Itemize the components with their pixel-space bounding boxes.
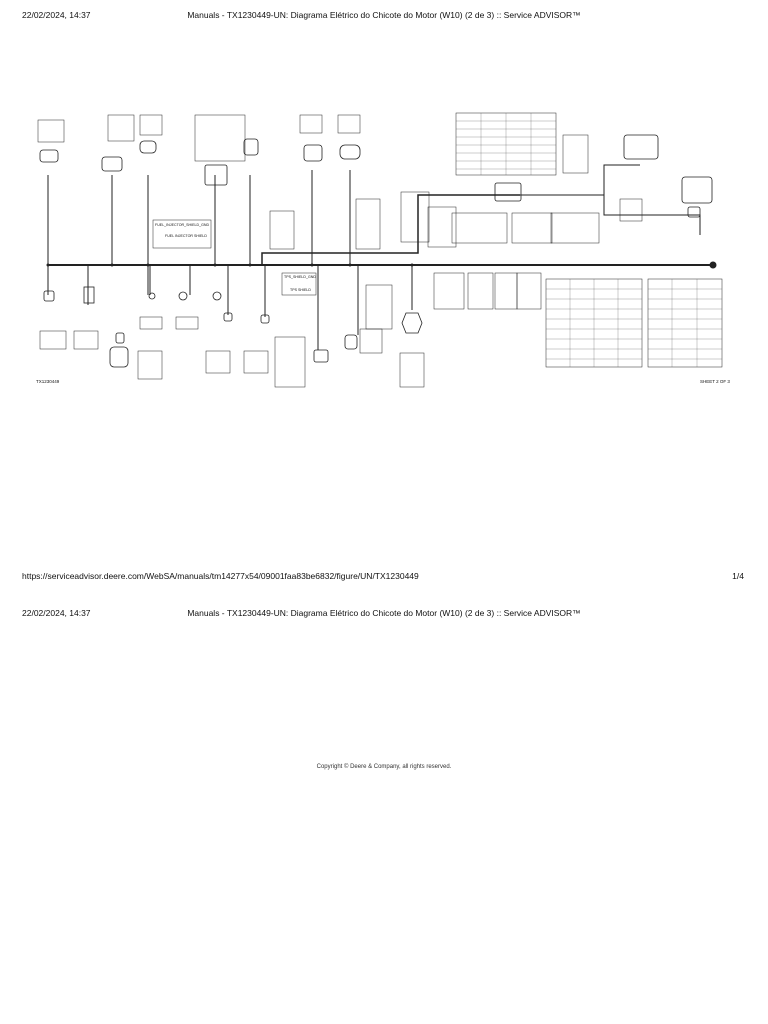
connector-icons-bottom	[43, 286, 423, 368]
connector-icons-top	[39, 134, 713, 218]
sheet-label: SHEET 2 OF 3	[700, 379, 730, 384]
wiring-diagram: FUEL_INJECTOR_SHIELD_GND FUEL INJECTOR S…	[36, 112, 730, 388]
header-datetime: 22/02/2024, 14:37	[22, 10, 91, 20]
page-2: 22/02/2024, 14:37 Manuals - TX1230449-UN…	[0, 598, 768, 1024]
table-grid-lines	[456, 113, 722, 367]
figure-id-label: TX1230449	[36, 379, 60, 384]
tps-shield-gnd-label: TPS_SHIELD_GND	[284, 275, 316, 279]
fuel-injector-shield-gnd-label: FUEL_INJECTOR_SHIELD_GND	[155, 223, 209, 227]
fuel-injector-shield-label: FUEL INJECTOR SHIELD	[165, 234, 207, 238]
upper-branch	[261, 194, 520, 265]
header-title: Manuals - TX1230449-UN: Diagrama Elétric…	[187, 10, 581, 20]
page-1: 22/02/2024, 14:37 Manuals - TX1230449-UN…	[22, 10, 744, 581]
copyright-notice: Copyright © Deere & Company, all rights …	[316, 764, 452, 770]
right-mid-branch	[603, 195, 701, 235]
wire-tables	[37, 112, 723, 388]
page-separator	[0, 590, 768, 598]
header-datetime: 22/02/2024, 14:37	[22, 608, 91, 618]
header-title: Manuals - TX1230449-UN: Diagrama Elétric…	[187, 608, 581, 618]
footer-page-number: 1/4	[732, 571, 744, 581]
footer-url[interactable]: https://serviceadvisor.deere.com/WebSA/m…	[22, 571, 419, 581]
trunk-end-node	[709, 261, 717, 269]
right-upper-branch	[520, 164, 640, 196]
tps-shield-label: TPS SHIELD	[290, 288, 311, 292]
